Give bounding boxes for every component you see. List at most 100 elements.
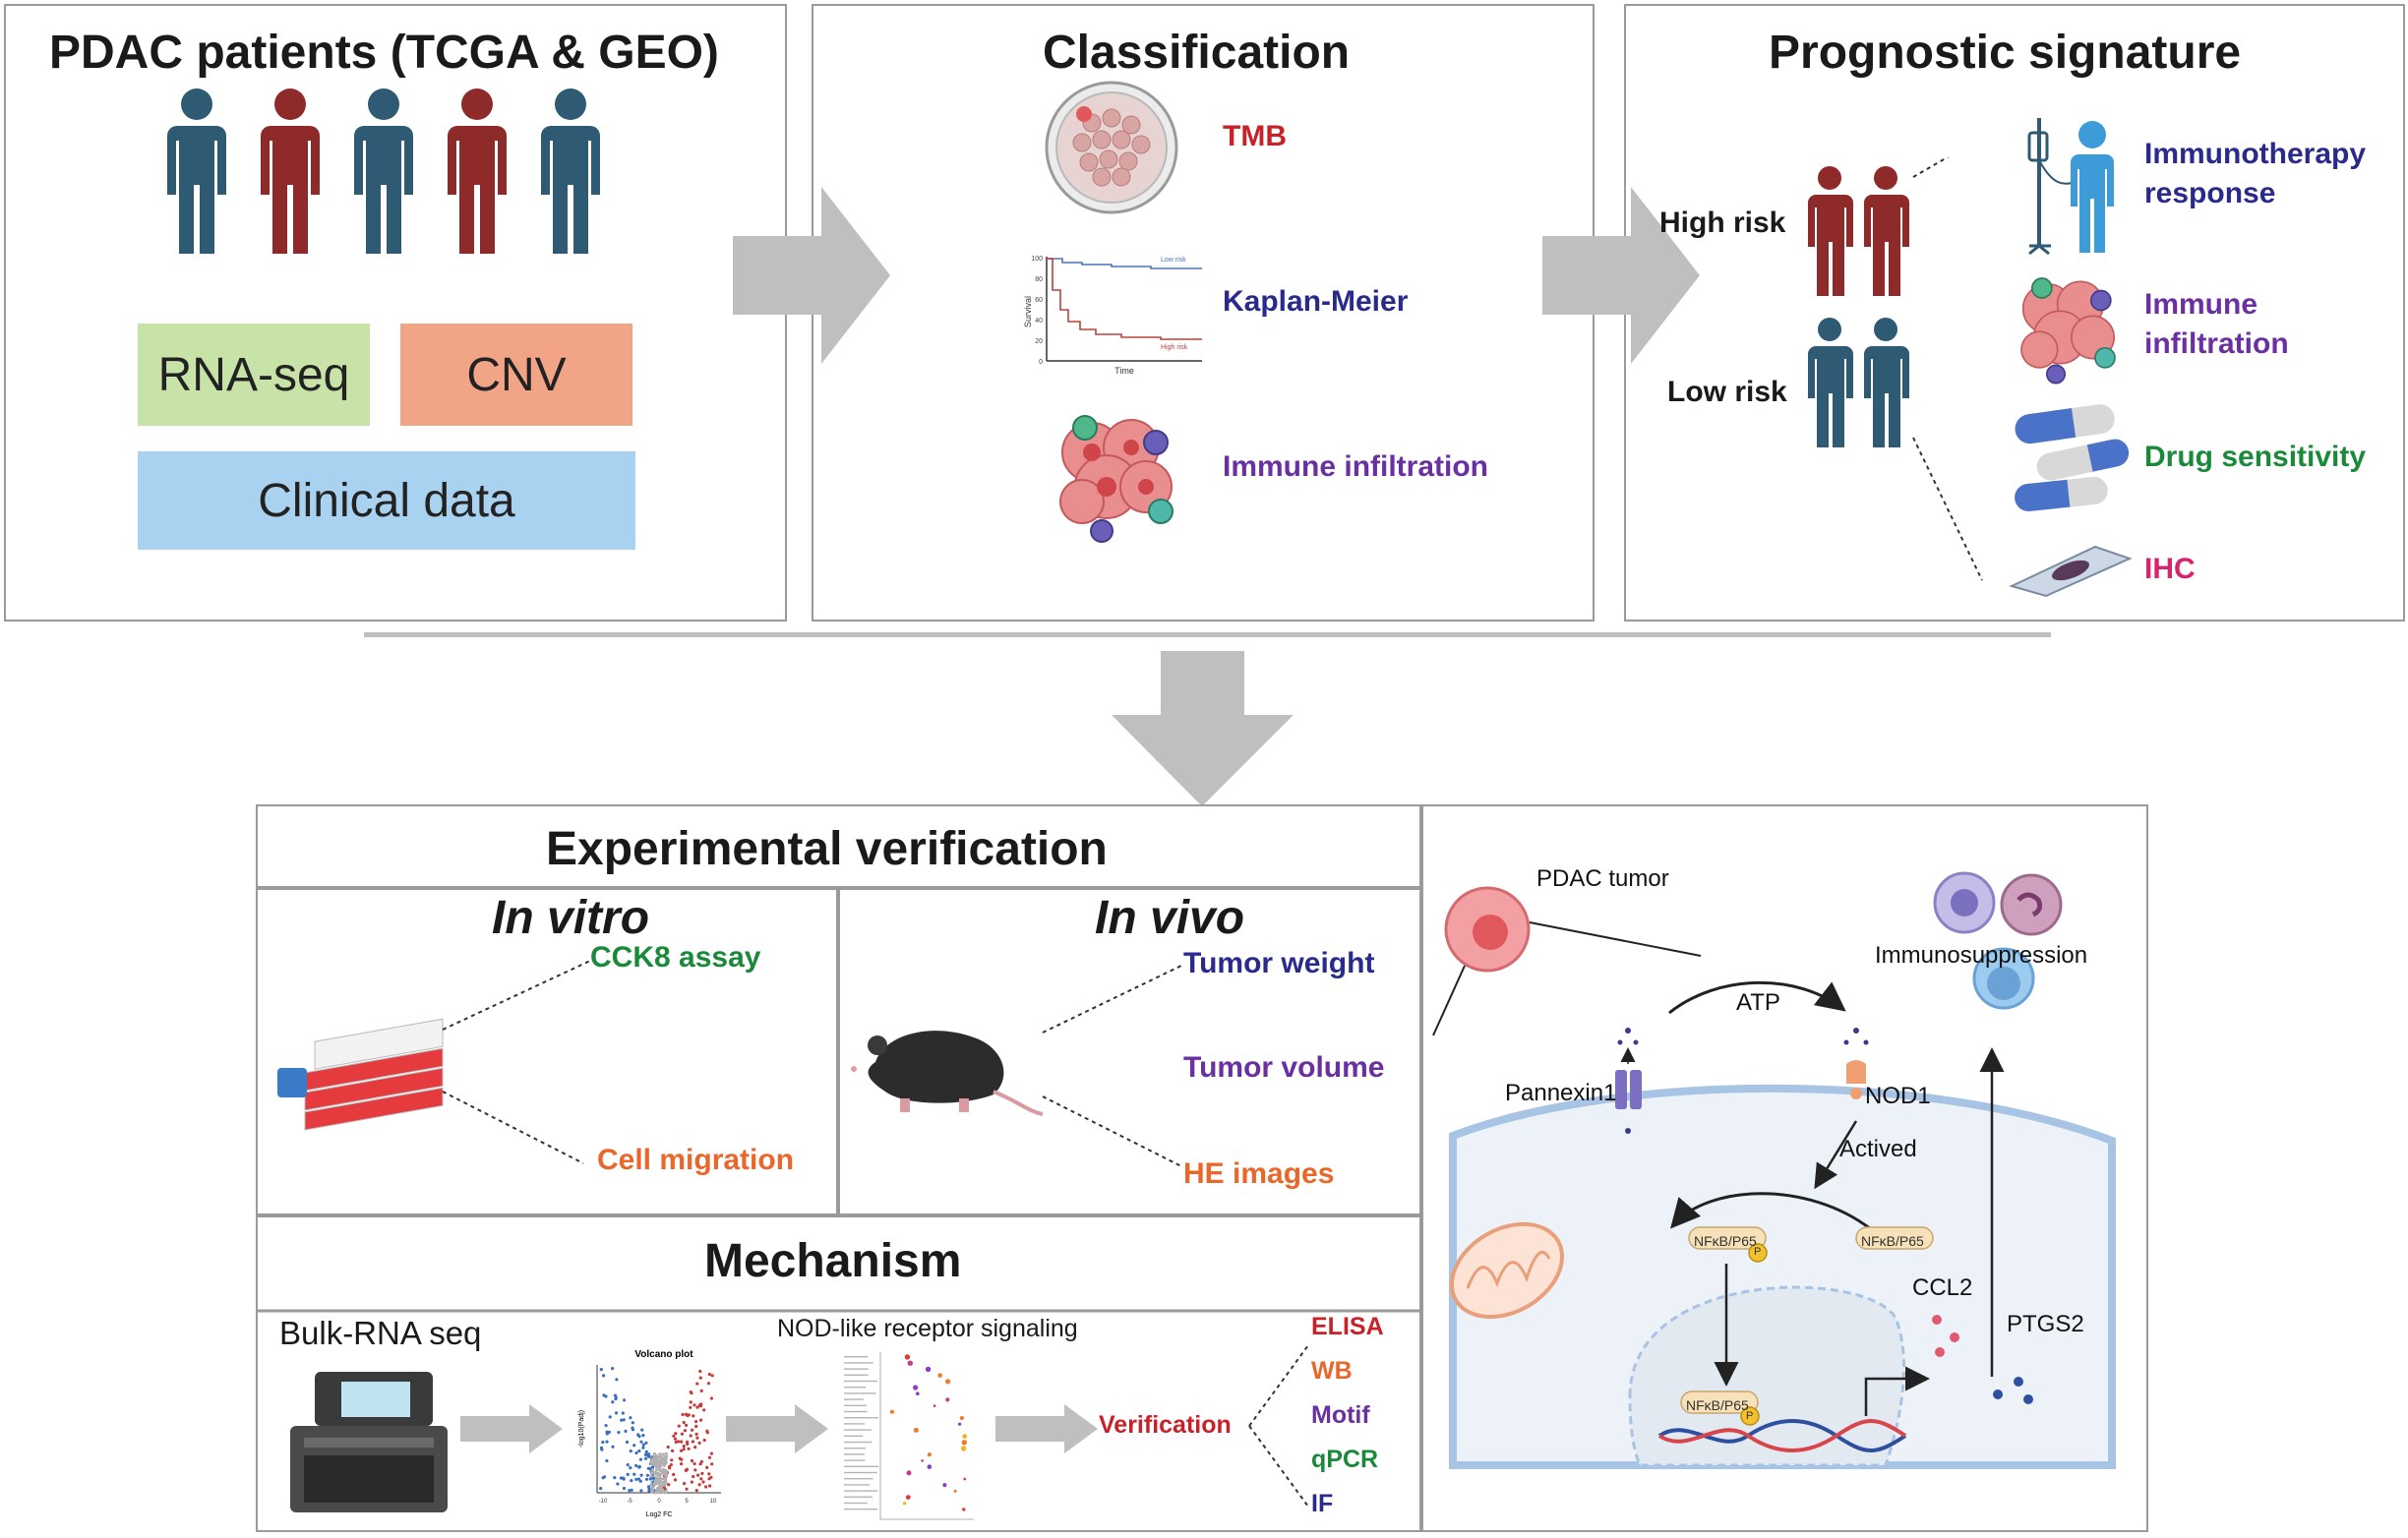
volcano-point bbox=[692, 1461, 696, 1466]
volcano-point bbox=[663, 1468, 667, 1472]
volcano-point bbox=[662, 1463, 666, 1467]
patient-people-icons bbox=[167, 89, 600, 254]
volcano-point bbox=[638, 1457, 642, 1461]
volcano-point bbox=[615, 1378, 619, 1382]
volcano-point bbox=[680, 1432, 684, 1436]
volcano-point bbox=[656, 1463, 660, 1467]
volcano-point bbox=[638, 1479, 642, 1483]
volcano-point bbox=[659, 1456, 663, 1460]
dotplot-row-label bbox=[844, 1435, 864, 1437]
volcano-point bbox=[624, 1429, 628, 1433]
volcano-xtick: -5 bbox=[627, 1499, 632, 1505]
dotplot-row-label bbox=[844, 1484, 870, 1486]
volcano-point bbox=[615, 1411, 619, 1415]
volcano-point bbox=[631, 1428, 635, 1432]
dotted-connector-lines bbox=[1912, 157, 1983, 581]
volcano-point bbox=[690, 1480, 693, 1484]
ccl2-dots bbox=[1932, 1315, 1959, 1357]
cell-culture-flask-icon bbox=[277, 1018, 444, 1131]
volcano-point bbox=[654, 1454, 658, 1458]
dotplot-point bbox=[906, 1470, 912, 1476]
volcano-point bbox=[658, 1452, 662, 1456]
volcano-point bbox=[608, 1415, 612, 1419]
dotplot-point bbox=[907, 1360, 913, 1366]
volcano-point bbox=[682, 1445, 686, 1449]
volcano-point bbox=[707, 1455, 712, 1459]
volcano-point bbox=[623, 1398, 627, 1402]
volcano-point bbox=[666, 1445, 670, 1449]
nod-like-receptor-label: NOD-like receptor signaling bbox=[777, 1315, 1078, 1342]
tumor-immune-cluster-icon bbox=[1059, 415, 1174, 543]
method-wb: WB bbox=[1311, 1357, 1353, 1385]
dotplot-row-label bbox=[844, 1404, 867, 1406]
pannexin1-channel-icon bbox=[1615, 1028, 1642, 1134]
volcano-point bbox=[689, 1434, 692, 1438]
dotplot-row-label bbox=[844, 1508, 877, 1510]
petri-dish-icon bbox=[1045, 81, 1178, 214]
ihc-slide-icon bbox=[2009, 545, 2133, 598]
volcano-xtick: 10 bbox=[710, 1499, 717, 1505]
volcano-point bbox=[629, 1466, 632, 1470]
dotplot-point bbox=[927, 1452, 932, 1457]
dotplot-row-label bbox=[844, 1502, 868, 1505]
volcano-point bbox=[690, 1391, 693, 1395]
volcano-point bbox=[695, 1382, 699, 1386]
volcano-point bbox=[614, 1397, 618, 1401]
volcano-plot: Volcano plot -log10(Padj) -10 -5 0 5 10 … bbox=[578, 1349, 721, 1518]
infiltration-label: infiltration bbox=[2144, 327, 2289, 360]
dotplot-point bbox=[933, 1404, 936, 1407]
arrow-right-icon-2 bbox=[1542, 187, 1700, 364]
volcano-xtick: 5 bbox=[685, 1499, 689, 1505]
nfkb-right-label: NFκB/P65 bbox=[1861, 1233, 1924, 1249]
volcano-point bbox=[611, 1367, 615, 1371]
volcano-point bbox=[699, 1389, 703, 1392]
volcano-point bbox=[657, 1467, 661, 1472]
dotplot-row-label bbox=[844, 1478, 873, 1480]
volcano-point bbox=[706, 1382, 711, 1386]
volcano-point bbox=[651, 1462, 655, 1466]
volcano-point bbox=[634, 1477, 638, 1481]
volcano-point bbox=[653, 1471, 657, 1476]
volcano-point bbox=[649, 1474, 653, 1478]
phospho-label-1: P bbox=[1754, 1246, 1762, 1258]
volcano-point bbox=[599, 1368, 603, 1372]
dotplot-point bbox=[927, 1464, 933, 1469]
volcano-point bbox=[668, 1466, 672, 1470]
volcano-point bbox=[656, 1477, 660, 1481]
km-low-risk-curve bbox=[1047, 258, 1202, 269]
volcano-point bbox=[663, 1472, 667, 1476]
volcano-point bbox=[634, 1450, 638, 1455]
volcano-point bbox=[629, 1449, 632, 1453]
immune-label: Immune bbox=[2144, 288, 2258, 321]
verification-label: Verification bbox=[1099, 1411, 1232, 1439]
volcano-point bbox=[698, 1369, 702, 1374]
mouse-icon bbox=[851, 1031, 1043, 1116]
dotplot-row-label bbox=[844, 1496, 873, 1498]
volcano-point bbox=[710, 1374, 714, 1378]
volcano-point bbox=[704, 1485, 708, 1489]
ptgs2-dots bbox=[1993, 1377, 2033, 1404]
volcano-point bbox=[647, 1454, 651, 1458]
dotplot-point bbox=[953, 1489, 957, 1493]
volcano-point bbox=[698, 1462, 702, 1466]
volcano-point bbox=[694, 1420, 698, 1424]
dotplot-row-label bbox=[844, 1429, 873, 1431]
km-tick-100: 100 bbox=[1031, 256, 1043, 263]
nfkb-nucleus-label: NFκB/P65 bbox=[1686, 1397, 1749, 1413]
volcano-point bbox=[657, 1487, 661, 1491]
km-tick-60: 60 bbox=[1035, 297, 1043, 304]
volcano-point bbox=[655, 1480, 659, 1484]
volcano-point bbox=[664, 1489, 668, 1493]
volcano-point bbox=[660, 1484, 664, 1488]
volcano-point bbox=[680, 1457, 684, 1461]
volcano-point bbox=[662, 1480, 666, 1484]
mechanism-arrow-icon-2 bbox=[726, 1404, 828, 1453]
ptgs2-label: PTGS2 bbox=[2007, 1311, 2084, 1337]
volcano-point bbox=[629, 1416, 632, 1420]
volcano-point bbox=[682, 1420, 686, 1425]
dotplot-point bbox=[925, 1366, 932, 1373]
volcano-point bbox=[652, 1482, 656, 1487]
volcano-point bbox=[605, 1440, 609, 1444]
volcano-point bbox=[637, 1449, 641, 1453]
km-tick-20: 20 bbox=[1035, 338, 1043, 345]
